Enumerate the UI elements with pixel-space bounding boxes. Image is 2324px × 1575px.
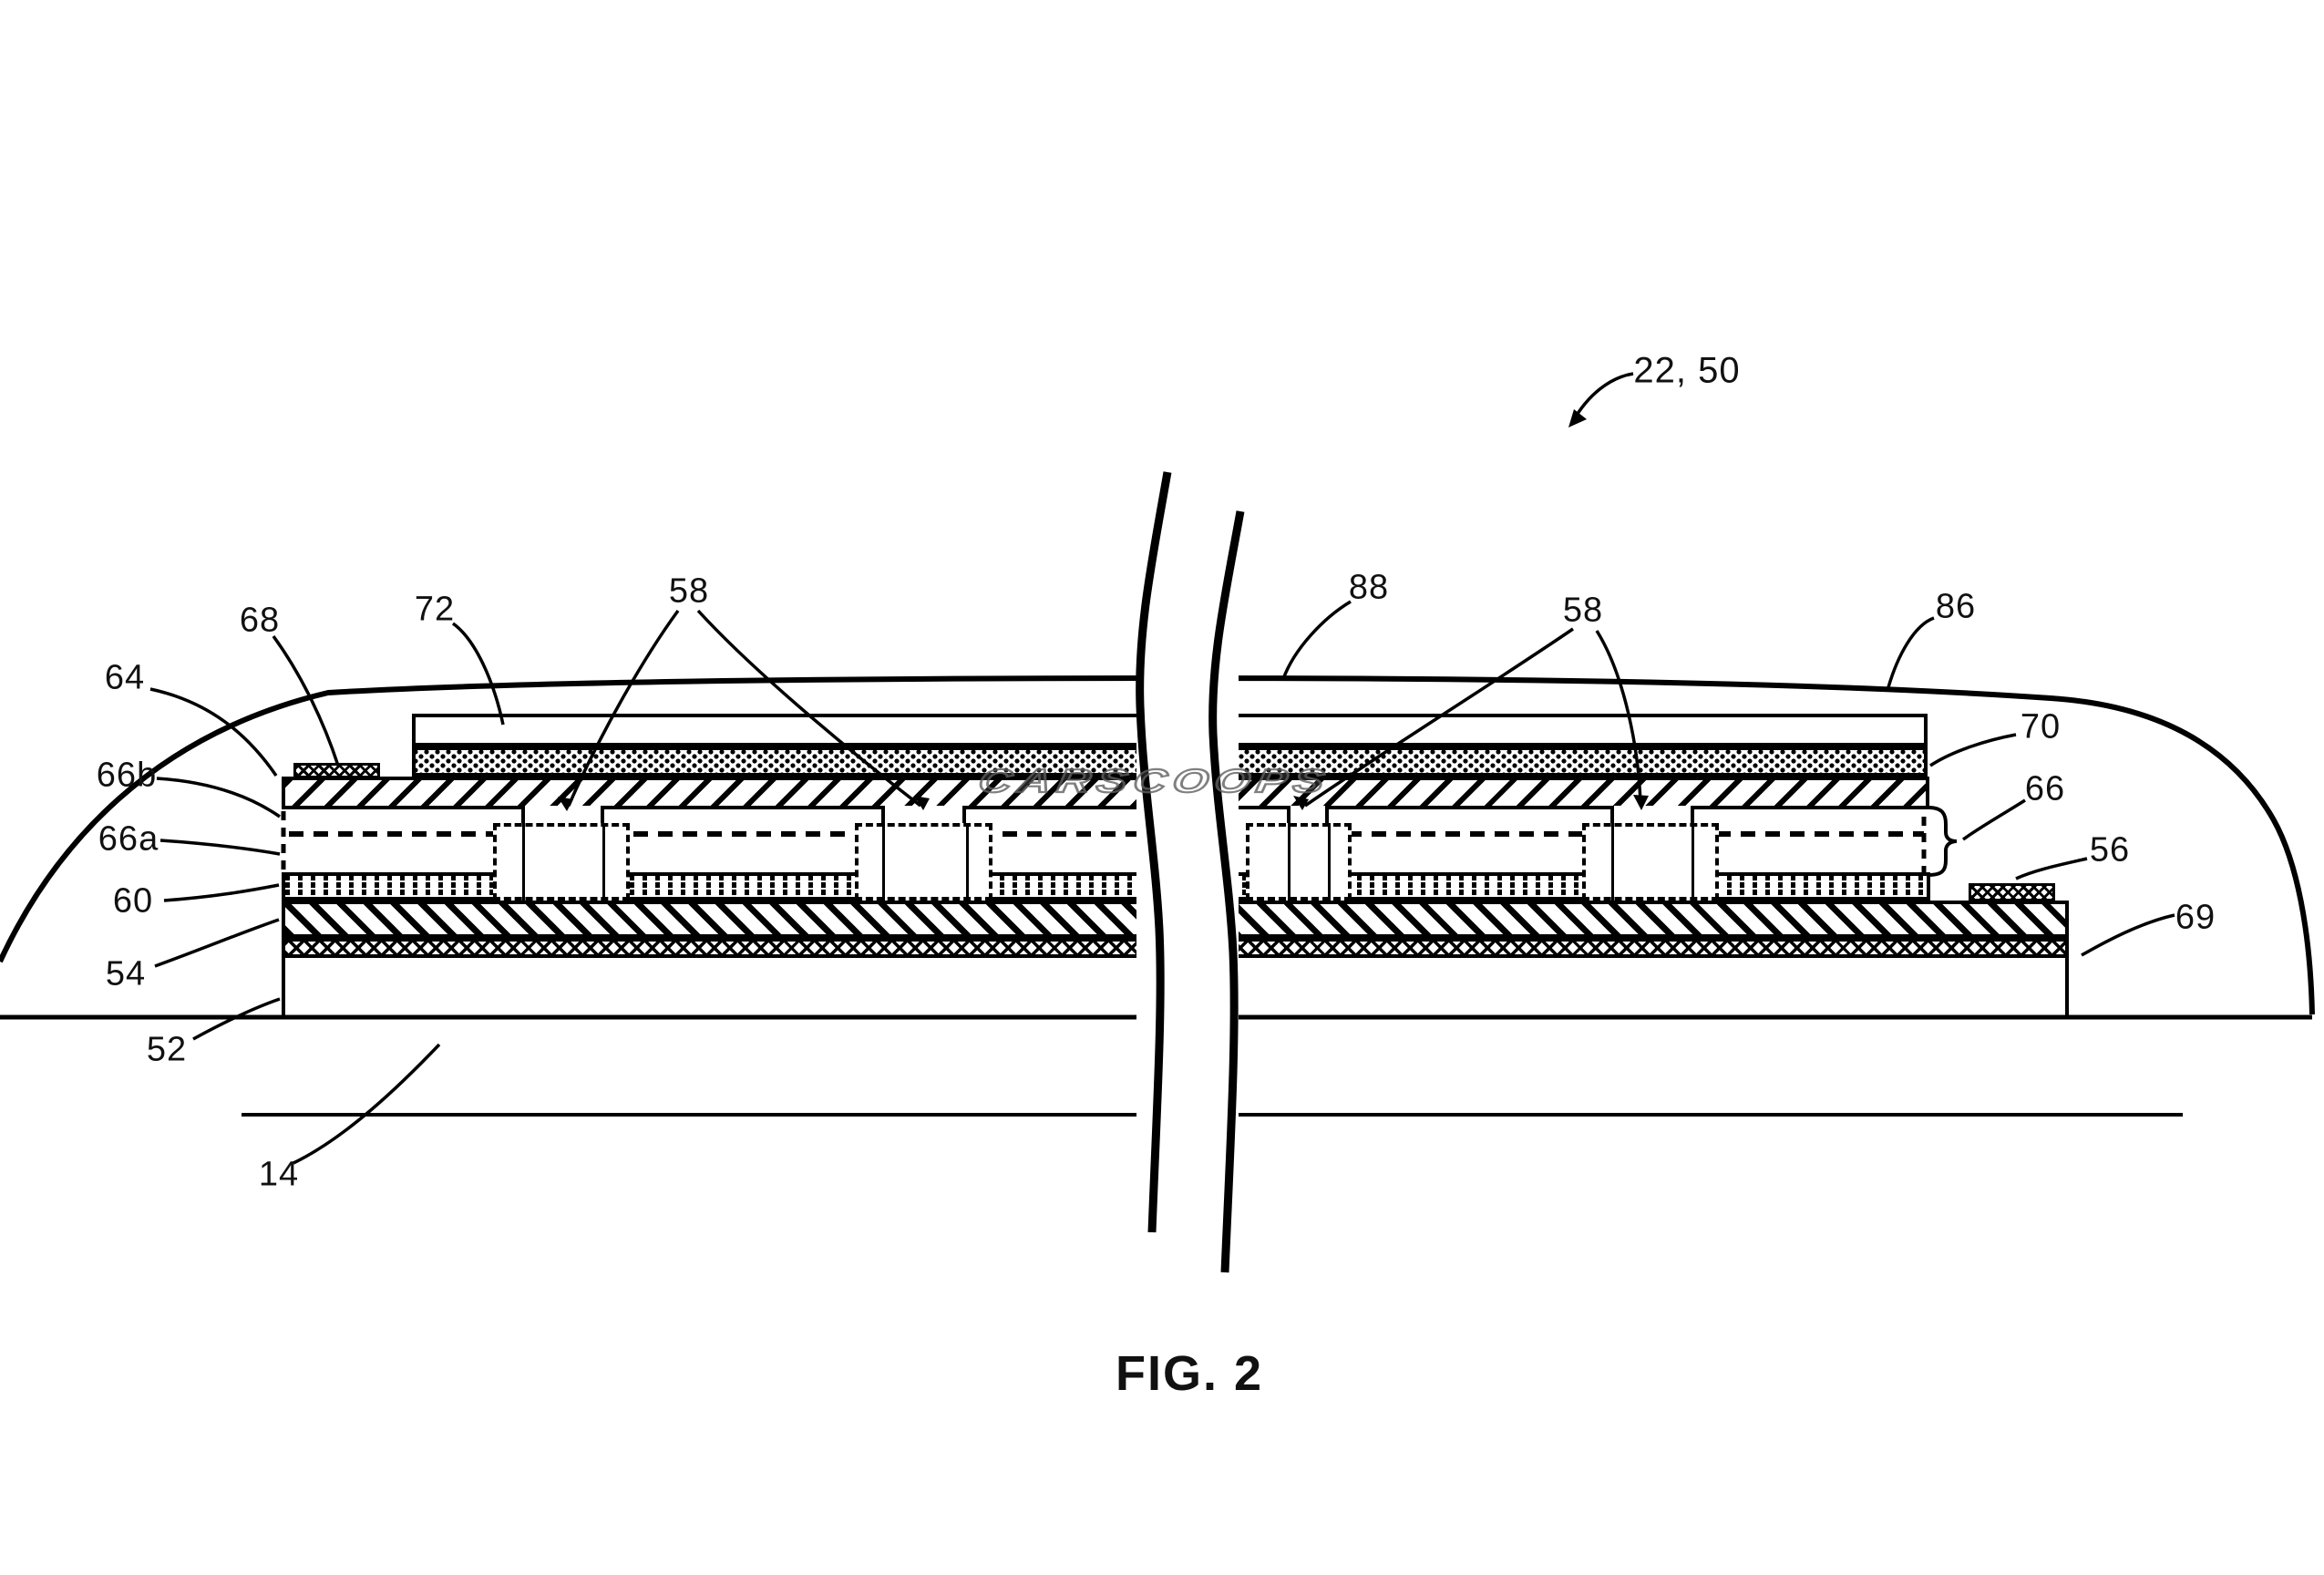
post-stem bbox=[1610, 806, 1694, 824]
post-stem bbox=[1287, 806, 1329, 824]
ref-label-69: 69 bbox=[2175, 898, 2216, 937]
layer-64-hatched bbox=[282, 777, 1929, 809]
ref-label-60: 60 bbox=[112, 881, 154, 921]
post-inner-line bbox=[966, 823, 969, 901]
post-inner-line bbox=[1611, 823, 1614, 901]
post-inner-line bbox=[522, 823, 525, 901]
device-shell-outline bbox=[0, 674, 2315, 1015]
ref-label-52: 52 bbox=[146, 1030, 188, 1069]
leader-arrowheads bbox=[558, 409, 1649, 811]
sensor-post-58 bbox=[1246, 823, 1352, 901]
ref-label-70: 70 bbox=[2020, 707, 2062, 746]
post-inner-line bbox=[1328, 823, 1331, 901]
post-stem bbox=[881, 806, 966, 824]
leader-lines bbox=[149, 372, 2175, 1165]
ref-label-86: 86 bbox=[1935, 587, 1977, 626]
post-stem bbox=[521, 806, 604, 824]
ref-label-68: 68 bbox=[239, 601, 281, 640]
ref-label-58-left: 58 bbox=[668, 571, 710, 611]
ref-label-66: 66 bbox=[2024, 769, 2066, 808]
contact-56-block bbox=[1969, 883, 2055, 901]
break-line-left bbox=[1136, 471, 1172, 1233]
sensor-post-58 bbox=[493, 823, 630, 901]
sensor-post-58 bbox=[855, 823, 992, 901]
figure-caption: FIG. 2 bbox=[1115, 1346, 1264, 1401]
sensor-post-58 bbox=[1582, 823, 1719, 901]
post-inner-line bbox=[1692, 823, 1694, 901]
ref-label-64: 64 bbox=[104, 658, 146, 697]
layer-60-columns bbox=[282, 872, 1930, 901]
ref-label-72: 72 bbox=[414, 590, 456, 629]
ref-label-66a: 66a bbox=[98, 819, 159, 859]
ref-label-56: 56 bbox=[2089, 830, 2131, 870]
ref-label-88: 88 bbox=[1348, 568, 1390, 607]
ref-label-66b: 66b bbox=[96, 756, 158, 795]
ref-label-assembly: 22, 50 bbox=[1633, 350, 1741, 391]
post-inner-line bbox=[1288, 823, 1291, 901]
watermark-text: CARSCOOPS bbox=[974, 761, 1334, 800]
break-line-right bbox=[1208, 510, 1245, 1273]
ref-label-58-right: 58 bbox=[1562, 591, 1604, 630]
post-inner-line bbox=[602, 823, 605, 901]
ref-label-54: 54 bbox=[105, 954, 147, 993]
post-inner-line bbox=[882, 823, 885, 901]
bracket-66 bbox=[1928, 806, 1958, 877]
ref-label-14: 14 bbox=[258, 1155, 300, 1194]
